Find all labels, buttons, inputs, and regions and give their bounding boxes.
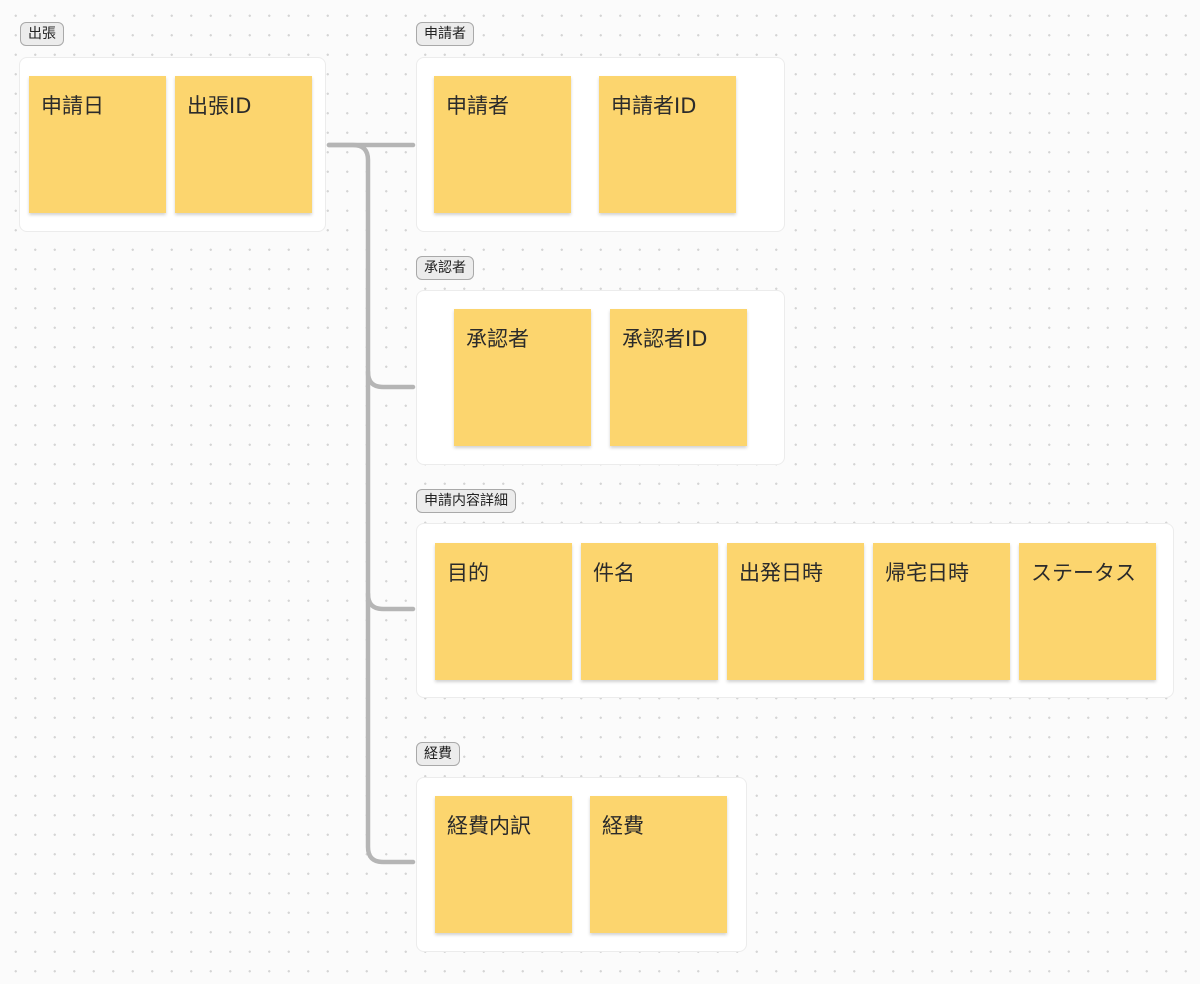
sticky-note-return-datetime[interactable]: 帰宅日時 xyxy=(873,543,1010,680)
sticky-note-trip-id[interactable]: 出張ID xyxy=(175,76,312,213)
sticky-note-approver-id[interactable]: 承認者ID xyxy=(610,309,747,446)
sticky-note-applicant[interactable]: 申請者 xyxy=(434,76,571,213)
sticky-note-approver[interactable]: 承認者 xyxy=(454,309,591,446)
connector-branch-details xyxy=(365,591,416,612)
section-label-trip[interactable]: 出張 xyxy=(20,22,64,46)
connector-branch-approver xyxy=(365,369,416,390)
sticky-note-application-date[interactable]: 申請日 xyxy=(29,76,166,213)
section-label-approver[interactable]: 承認者 xyxy=(416,256,474,280)
sticky-note-departure-datetime[interactable]: 出発日時 xyxy=(727,543,864,680)
connector-trunk xyxy=(326,142,416,865)
sticky-note-status[interactable]: ステータス xyxy=(1019,543,1156,680)
sticky-note-purpose[interactable]: 目的 xyxy=(435,543,572,680)
sticky-note-expense[interactable]: 経費 xyxy=(590,796,727,933)
sticky-note-expense-breakdown[interactable]: 経費内訳 xyxy=(435,796,572,933)
sticky-note-subject[interactable]: 件名 xyxy=(581,543,718,680)
section-label-details[interactable]: 申請内容詳細 xyxy=(416,489,516,513)
sticky-note-applicant-id[interactable]: 申請者ID xyxy=(599,76,736,213)
section-label-expenses[interactable]: 経費 xyxy=(416,742,460,766)
section-label-applicant[interactable]: 申請者 xyxy=(416,22,474,46)
